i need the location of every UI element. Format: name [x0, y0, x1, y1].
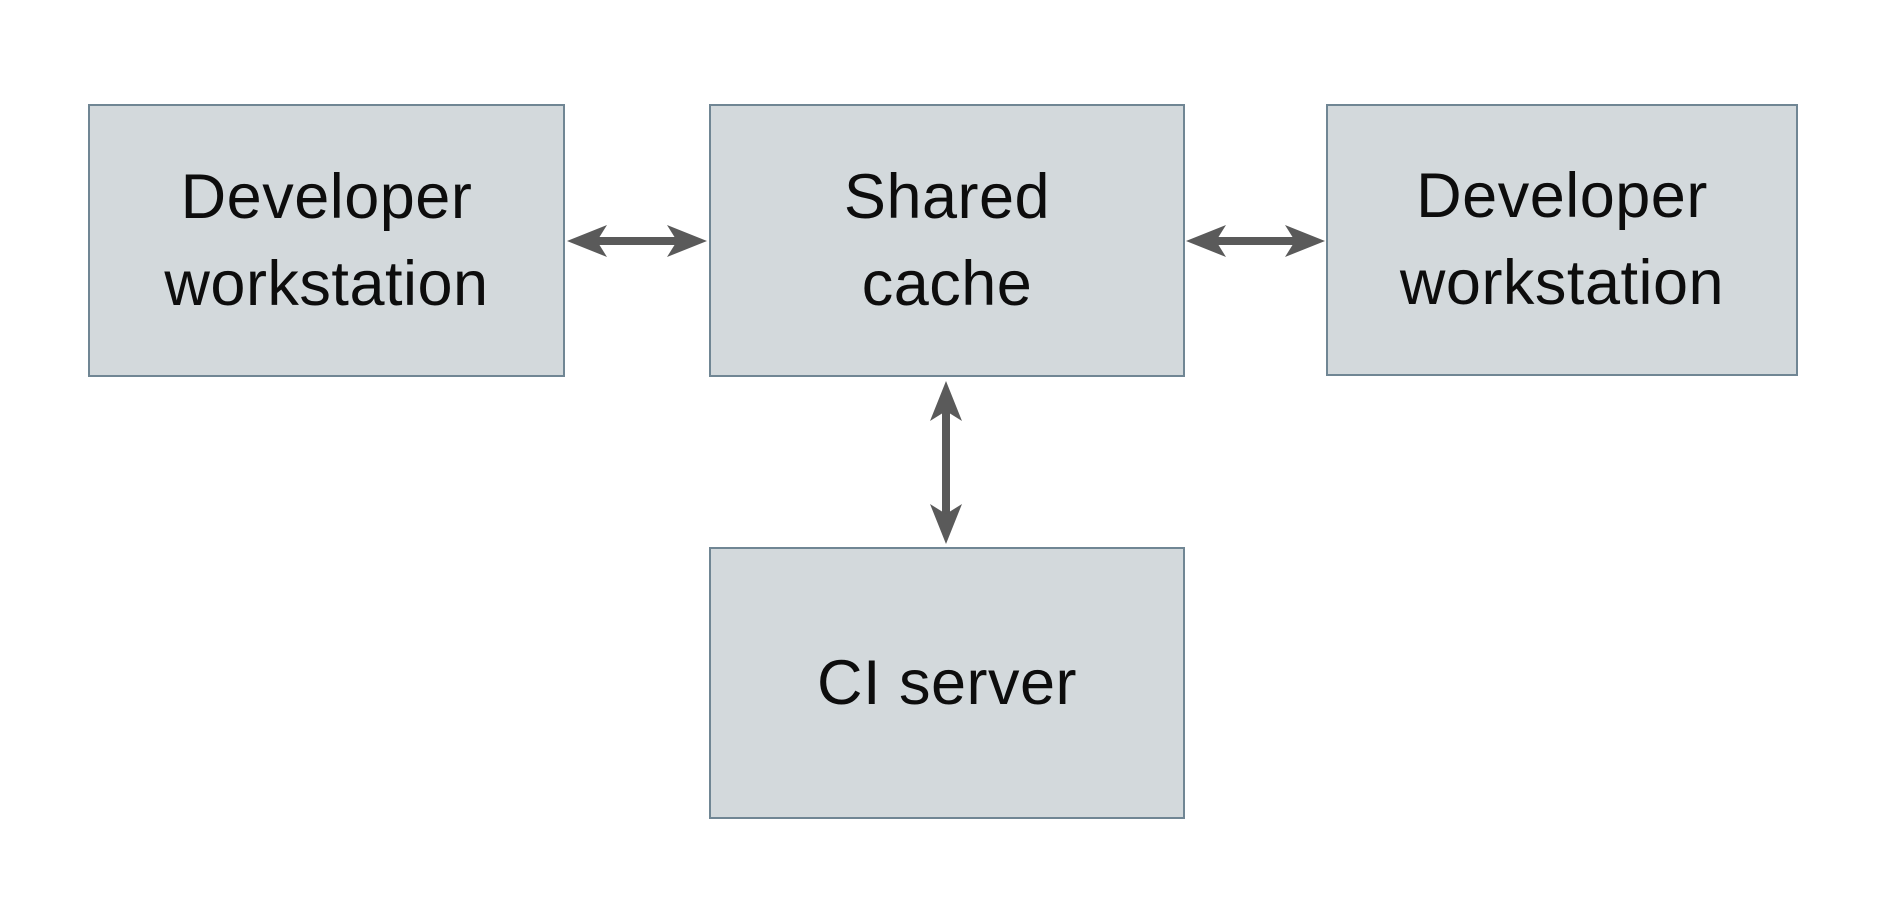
arrowhead-left	[1186, 225, 1226, 257]
node-label-line: workstation	[1399, 248, 1725, 318]
arrowhead-right	[1285, 225, 1325, 257]
node-developer-workstation-right: Developer workstation	[1326, 104, 1798, 376]
node-label-line: workstation	[164, 248, 489, 319]
node-developer-workstation-left: Developer workstation	[88, 104, 565, 377]
arrowhead-down	[930, 504, 962, 544]
node-label-line: cache	[861, 248, 1033, 319]
node-label-line: Developer	[1416, 161, 1708, 231]
arrowhead-left	[567, 225, 607, 257]
node-ci-server: CI server	[709, 547, 1185, 819]
node-label-line: Shared	[843, 161, 1051, 232]
arrowhead-right	[667, 225, 707, 257]
node-label-line: CI server	[816, 647, 1078, 718]
arrow-shared-cache-developer-right	[1186, 225, 1325, 257]
arrowhead-up	[930, 381, 962, 421]
node-shared-cache: Shared cache	[709, 104, 1185, 377]
arrow-developer-left-shared-cache	[567, 225, 707, 257]
arrow-shared-cache-ci-server	[930, 381, 962, 544]
node-label-line: Developer	[180, 161, 473, 232]
